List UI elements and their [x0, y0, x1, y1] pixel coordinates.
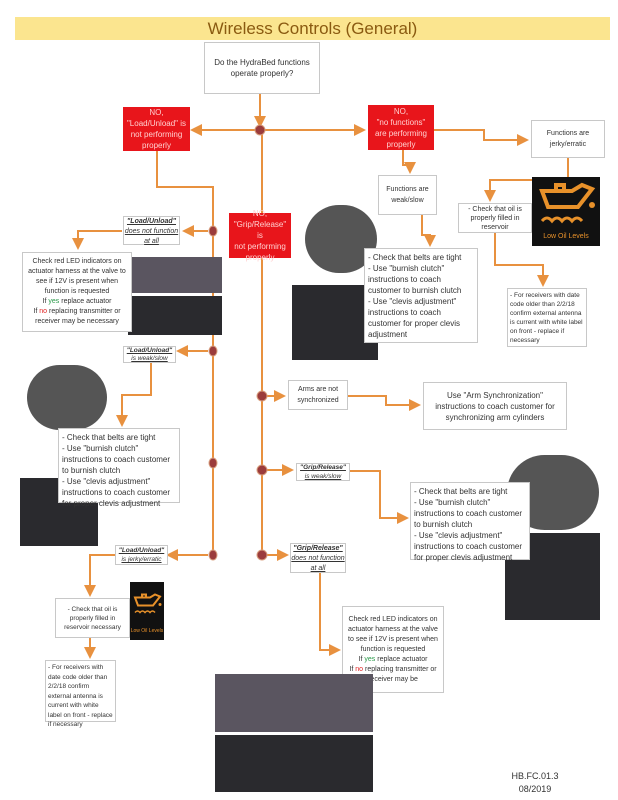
belts-line: - Use "burnish clutch" instructions to c…: [414, 498, 523, 529]
belts-line: - Check that belts are tight: [368, 253, 462, 262]
lu-weak-label: "Load/Unload"is weak/slow: [123, 346, 176, 363]
branch-line: not performing: [234, 242, 286, 251]
if-no-text: If no replacing transmitter or receiver …: [346, 665, 440, 685]
oil-check-text: - Check that oil is properly filled in r…: [468, 205, 522, 231]
jerky-box: Functions are jerky/erratic: [531, 120, 605, 158]
branch-line: properly: [386, 139, 416, 149]
lbl-line: is weak/slow: [304, 472, 342, 480]
lbl-line: is jerky/erratic: [121, 556, 162, 563]
antenna-text: - For receivers with date code older tha…: [510, 292, 583, 344]
branch-load-unload: NO, "Load/Unload" is not performing properl…: [123, 107, 190, 151]
harness-image: [215, 674, 373, 732]
branch-line: NO,: [393, 106, 409, 116]
belts-line: - Check that belts are tight: [414, 487, 508, 496]
t: replacing transmitter or receiver may be: [363, 665, 437, 683]
lu-led-box: Check red LED indicators on actuator har…: [22, 252, 132, 332]
gr-led-box: Check red LED indicators on actuator har…: [342, 606, 444, 693]
document-footer: HB.FC.01.3 08/2019: [495, 770, 575, 796]
branch-line: properly: [142, 141, 171, 150]
branch-line: not performing: [130, 130, 183, 139]
branch-line: "Load/Unload" is: [126, 119, 187, 128]
lu-jerky-label: "Load/Unload" is jerky/erratic: [115, 545, 168, 565]
gr-no-function-label: "Grip/Release" does not function at all: [290, 543, 346, 573]
arms-box: Arms are not synchronized: [288, 380, 348, 410]
lbl-line: does not function: [124, 228, 179, 235]
branch-line: "Grip/Release" is: [233, 220, 287, 240]
valve-image: [215, 735, 373, 792]
lbl-line: "Load/Unload": [118, 547, 165, 554]
yes-word: yes: [48, 298, 60, 305]
gr-weak-label: "Grip/Release"is weak/slow: [296, 463, 350, 481]
t: replacing transmitter or receiver may be…: [35, 308, 121, 325]
t: If: [349, 665, 356, 673]
gr-belts-box: - Check that belts are tight - Use "burni…: [410, 482, 530, 562]
page-title: Wireless Controls (General): [15, 17, 610, 40]
led-text: Check red LED indicators on actuator har…: [28, 258, 126, 295]
weak-text: Functions are weak/slow: [386, 186, 429, 204]
low-oil-icon: Low Oil Levels: [532, 177, 600, 246]
no-word: no: [355, 665, 364, 673]
t: If: [33, 308, 40, 315]
t: replace actuator: [375, 655, 428, 663]
if-yes-text: If yes replace actuator: [346, 655, 440, 665]
t: If: [42, 298, 49, 305]
lu-belts-box: - Check that belts are tight - Use "burni…: [58, 428, 180, 508]
if-yes-text: If yes replace actuator: [26, 297, 128, 307]
arm-sync-text: Use "Arm Synchronization" instructions t…: [435, 390, 555, 422]
belts-box: - Check that belts are tight - Use "burni…: [364, 248, 478, 343]
doc-code: HB.FC.01.3: [511, 771, 559, 781]
lbl-line: is weak/slow: [131, 355, 168, 362]
lbl-line: does not function: [291, 555, 345, 562]
t: If: [358, 655, 365, 663]
low-oil-icon: Low Oil Levels: [130, 582, 164, 640]
belts-line: - Use "clevis adjustment" instructions t…: [62, 477, 171, 508]
branch-line: NO,: [252, 209, 268, 218]
lbl-line: at all: [310, 565, 326, 572]
lu-oil-box: - Check that oil is properly filled in r…: [55, 598, 130, 638]
lbl-line: at all: [144, 238, 159, 245]
low-oil-label: Low Oil Levels: [130, 628, 164, 634]
lbl-line: "Grip/Release": [293, 545, 343, 552]
lu-no-function-label: "Load/Unload" does not function at all: [123, 216, 180, 245]
oil-check-box: - Check that oil is properly filled in r…: [458, 203, 532, 233]
arms-text: Arms are not synchronized: [297, 386, 339, 404]
led-text: Check red LED indicators on actuator har…: [348, 615, 438, 653]
question-box: Do the HydraBed functions operate proper…: [204, 42, 320, 94]
t: replace actuator: [59, 298, 112, 305]
lbl-line: "Grip/Release": [300, 464, 346, 471]
branch-line: are performing: [374, 128, 428, 138]
lu-antenna-box: - For receivers with date code older tha…: [45, 660, 116, 728]
compressor-image: [27, 365, 107, 430]
belts-line: - Use "burnish clutch" instructions to c…: [62, 444, 171, 475]
low-oil-label: Low Oil Levels: [543, 233, 589, 240]
lbl-line: "Load/Unload": [126, 347, 173, 354]
clevis-image: [292, 285, 378, 360]
if-no-text: If no replacing transmitter or receiver …: [26, 307, 128, 327]
valve-image: [128, 296, 222, 335]
belts-line: - Use "clevis adjustment" instructions t…: [368, 297, 461, 339]
yes-word: yes: [364, 655, 376, 663]
branch-line: "no functions": [376, 117, 426, 127]
doc-date: 08/2019: [518, 784, 552, 794]
harness-image: [132, 257, 222, 293]
no-word: no: [39, 308, 48, 315]
antenna-text: - For receivers with date code older tha…: [48, 664, 113, 728]
question-text: Do the HydraBed functions operate proper…: [214, 58, 310, 78]
arm-sync-box: Use "Arm Synchronization" instructions t…: [423, 382, 567, 430]
branch-line: NO,: [149, 108, 164, 117]
branch-line: properly: [245, 253, 275, 262]
belts-line: - Use "burnish clutch" instructions to c…: [368, 264, 462, 295]
antenna-box: - For receivers with date code older tha…: [507, 288, 587, 347]
oil-check-text: - Check that oil is properly filled in r…: [64, 605, 121, 631]
belts-line: - Use "clevis adjustment" instructions t…: [414, 531, 523, 562]
belts-line: - Check that belts are tight: [62, 433, 156, 442]
lbl-line: "Load/Unload": [126, 218, 177, 225]
junction-dot: [254, 124, 266, 136]
jerky-text: Functions are jerky/erratic: [546, 130, 590, 148]
branch-grip-release: NO, "Grip/Release" is not performing proper…: [229, 209, 291, 262]
weak-box: Functions are weak/slow: [378, 175, 437, 215]
